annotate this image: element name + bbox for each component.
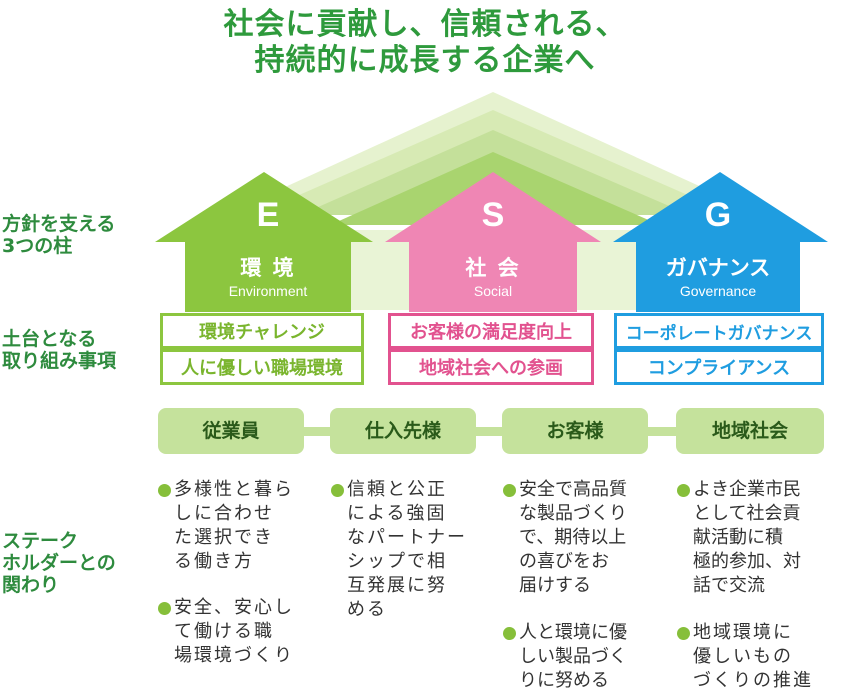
foundation-e-1: 環境チャレンジ (160, 313, 364, 349)
bullet-dot (677, 627, 690, 640)
bullet-employees-2: 安全、安心し て働ける職 場環境づくり (158, 596, 308, 668)
pillar-e-shape (155, 172, 373, 312)
label-pillars: 方針を支える 3つの柱 (2, 213, 116, 257)
pillar-e-english: Environment (228, 283, 308, 299)
label-stakeholders: ステーク ホルダーとの 関わり (2, 530, 116, 596)
bullet-community-2: 地域環境に 優しいもの づくりの推進 (677, 621, 827, 693)
pillar-g-english: Governance (679, 283, 757, 299)
bullet-employees-1: 多様性と暮ら しに合わせ た選択でき る働き方 (158, 478, 308, 574)
bullet-suppliers-1: 信頼と公正 による強固 なパートナー シップで相 互発展に努 める (331, 478, 481, 622)
pillar-e-letter: E (256, 196, 280, 234)
bullet-community-1: よき企業市民 として社会貢 献活動に積 極的参加、対 話で交流 (677, 478, 827, 598)
bullet-dot (503, 627, 516, 640)
stakeholder-community: 地域社会 (676, 408, 824, 454)
foundation-e-2: 人に優しい職場環境 (160, 349, 364, 385)
pillar-s-name: 社 会 (465, 256, 521, 280)
stakeholder-customers: お客様 (502, 408, 648, 454)
pillar-s-letter: S (481, 196, 505, 234)
pillar-g-name: ガバナンス (665, 256, 771, 280)
foundation-s-1: お客様の満足度向上 (388, 313, 594, 349)
stakeholder-suppliers: 仕入先様 (330, 408, 476, 454)
pillar-g-letter: G (704, 196, 732, 234)
foundation-g-2: コンプライアンス (614, 349, 824, 385)
foundation-s-2: 地域社会への参画 (388, 349, 594, 385)
bullet-dot (331, 484, 344, 497)
pillar-g-shape (613, 172, 828, 312)
bullet-customers-1: 安全で高品質 な製品づくり で、期待以上 の喜びをお 届けする (503, 478, 653, 598)
pillar-s-shape (385, 172, 601, 312)
stakeholder-connector (250, 427, 750, 436)
bullet-dot (158, 602, 171, 615)
bullet-dot (677, 484, 690, 497)
bullet-customers-2: 人と環境に優 しい製品づく りに努める (503, 621, 653, 693)
foundation-g-1: コーポレートガバナンス (614, 313, 824, 349)
bullet-dot (158, 484, 171, 497)
bullet-dot (503, 484, 516, 497)
headline-line1: 社会に貢献し、信頼される、 (223, 7, 627, 42)
pillar-e-name: 環 境 (240, 256, 296, 280)
label-foundations: 土台となる 取り組み事項 (2, 328, 117, 372)
headline-line2: 持続的に成長する企業へ (254, 43, 596, 78)
stakeholder-employees: 従業員 (158, 408, 304, 454)
pillar-s-english: Social (473, 283, 513, 299)
